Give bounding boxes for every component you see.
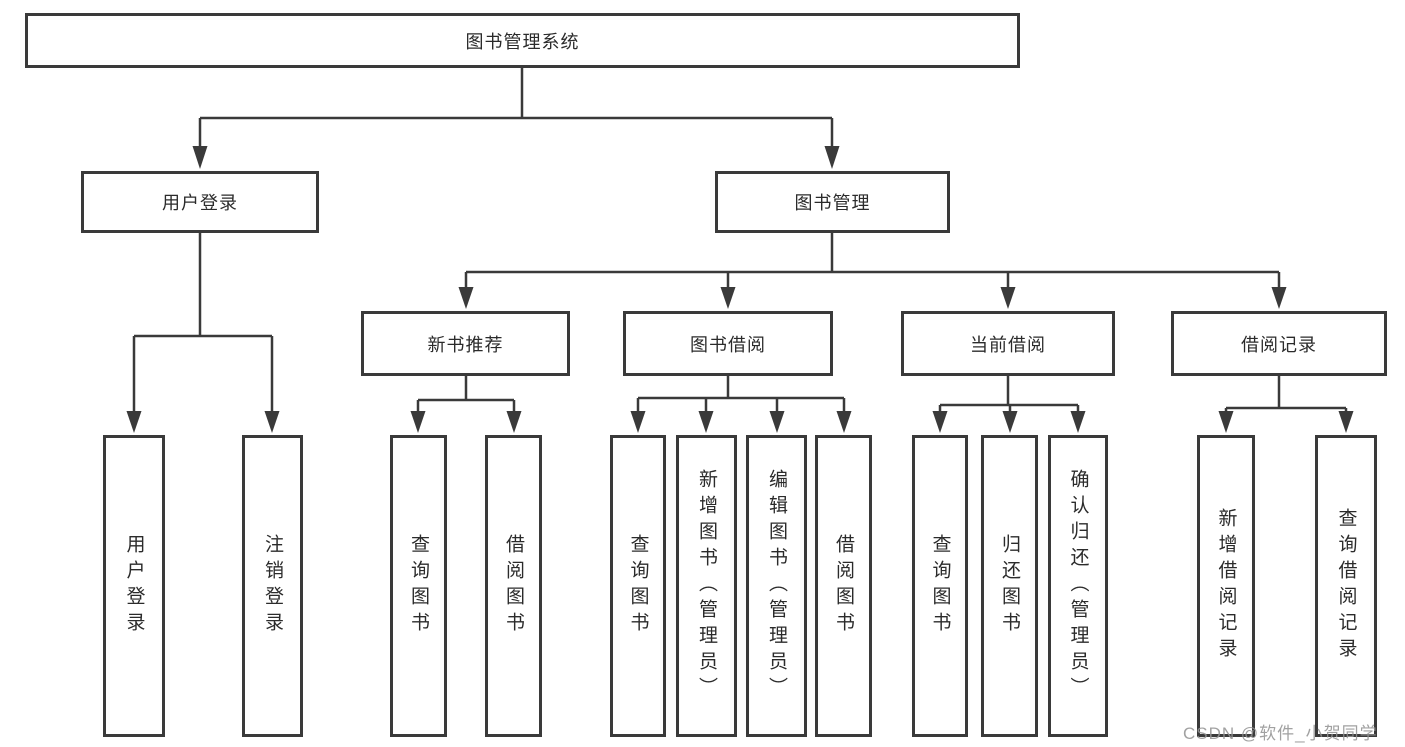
leaf-add-books-admin: 新增图书（管理员） bbox=[676, 435, 737, 737]
node-current-borrowing: 当前借阅 bbox=[901, 311, 1115, 376]
node-book-borrowing: 图书借阅 bbox=[623, 311, 833, 376]
leaf-confirm-return-admin: 确认归还（管理员） bbox=[1048, 435, 1108, 737]
leaf-borrow-books-recommend: 借阅图书 bbox=[485, 435, 542, 737]
leaf-query-books-recommend: 查询图书 bbox=[390, 435, 447, 737]
node-library-management-system: 图书管理系统 bbox=[25, 13, 1020, 68]
leaf-borrow-books: 借阅图书 bbox=[815, 435, 872, 737]
node-book-management: 图书管理 bbox=[715, 171, 950, 233]
node-new-book-recommend: 新书推荐 bbox=[361, 311, 570, 376]
leaf-user-login: 用户登录 bbox=[103, 435, 165, 737]
arrowheads bbox=[126, 146, 1354, 433]
node-user-login: 用户登录 bbox=[81, 171, 319, 233]
leaf-query-books-current: 查询图书 bbox=[912, 435, 968, 737]
leaf-logout: 注销登录 bbox=[242, 435, 303, 737]
leaf-add-borrow-record: 新增借阅记录 bbox=[1197, 435, 1255, 737]
node-borrowing-records: 借阅记录 bbox=[1171, 311, 1387, 376]
leaf-return-books: 归还图书 bbox=[981, 435, 1038, 737]
leaf-query-borrow-record: 查询借阅记录 bbox=[1315, 435, 1377, 737]
leaf-query-books-borrowing: 查询图书 bbox=[610, 435, 666, 737]
leaf-edit-books-admin: 编辑图书（管理员） bbox=[746, 435, 807, 737]
